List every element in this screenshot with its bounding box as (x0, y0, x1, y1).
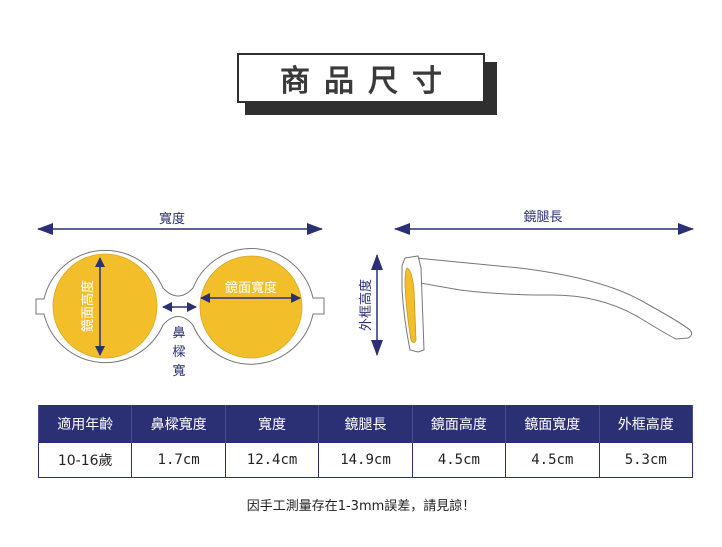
header-lens-height: 鏡面高度 (411, 405, 507, 443)
measurement-note: 因手工測量存在1-3mm誤差，請見諒！ (246, 499, 476, 514)
value-lens-width: 4.5cm (505, 442, 600, 478)
value-width: 12.4cm (224, 442, 320, 478)
value-temple-length: 14.9cm (318, 442, 413, 478)
header-width: 寬度 (224, 405, 320, 443)
spec-header-row: 適用年齡 鼻樑寬度 寬度 鏡腿長 鏡面高度 鏡面寬度 外框高度 (37, 405, 694, 443)
side-view: 鏡腿長 外框高度 (358, 210, 694, 356)
bridge-label-2: 樑 (172, 345, 185, 360)
bridge-label-1: 鼻 (172, 325, 185, 341)
header-age: 適用年齡 (37, 405, 133, 443)
right-lens (199, 255, 303, 359)
header-bridge-width: 鼻樑寬度 (131, 405, 226, 443)
bridge-label-3: 寬 (172, 363, 185, 379)
value-lens-height: 4.5cm (411, 442, 507, 478)
spec-table: 適用年齡 鼻樑寬度 寬度 鏡腿長 鏡面高度 鏡面寬度 外框高度 10-16歲 1… (37, 405, 694, 478)
lens-width-label: 鏡面寬度 (225, 280, 277, 296)
value-bridge-width: 1.7cm (131, 442, 226, 478)
header-lens-width: 鏡面寬度 (505, 405, 600, 443)
left-lens (52, 253, 158, 359)
title-banner: 商品尺寸 (237, 53, 497, 115)
page-title: 商品尺寸 (237, 53, 485, 103)
header-temple-length: 鏡腿長 (318, 405, 413, 443)
value-age: 10-16歲 (37, 442, 133, 478)
lens-height-label: 鏡面高度 (80, 280, 96, 332)
width-label: 寬度 (159, 211, 185, 227)
side-lens (404, 267, 417, 343)
dimension-diagram: 寬度 鏡面高度 鏡面寬度 鼻 樑 寬 鏡腿長 外框高度 (35, 210, 694, 379)
header-frame-height: 外框高度 (598, 405, 694, 443)
temple-arm (415, 257, 693, 340)
front-view: 寬度 鏡面高度 鏡面寬度 鼻 樑 寬 (35, 211, 325, 379)
temple-length-label: 鏡腿長 (523, 210, 562, 225)
frame-height-label: 外框高度 (358, 279, 374, 331)
value-frame-height: 5.3cm (598, 442, 694, 478)
spec-value-row: 10-16歲 1.7cm 12.4cm 14.9cm 4.5cm 4.5cm 5… (37, 442, 694, 478)
